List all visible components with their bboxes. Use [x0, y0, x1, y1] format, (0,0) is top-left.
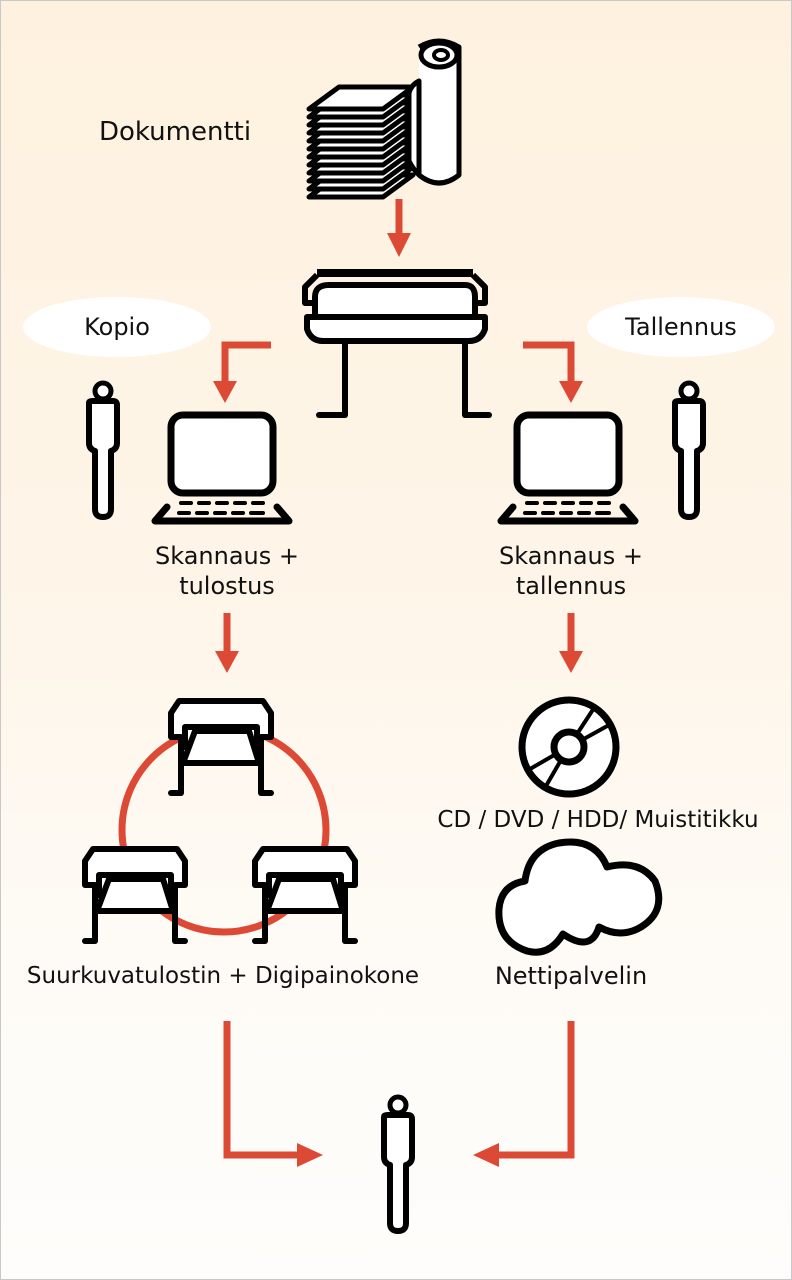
cloud-label: Nettipalvelin: [494, 962, 648, 990]
storage-label: CD / DVD / HDD/ Muistitikku: [437, 807, 759, 833]
save-step-label: Skannaus + tallennus: [471, 541, 671, 601]
customer-person-icon: [384, 1097, 412, 1231]
save-bubble: Tallennus: [587, 297, 775, 357]
copy-step-label: Skannaus + tulostus: [127, 541, 327, 601]
arrow-cloud-to-customer: [473, 1021, 575, 1167]
save-laptop-icon: [501, 415, 635, 521]
cloud-icon: [495, 838, 663, 956]
plotter-icon-right: [255, 849, 355, 941]
copy-step-line1: Skannaus +: [155, 542, 299, 570]
source-label: Dokumentti: [99, 117, 252, 147]
document-stack-roll-icon: [306, 38, 462, 200]
printers-label: Suurkuvatulostin + Digipainokone: [26, 963, 420, 989]
plotter-icon-top: [171, 701, 271, 793]
copy-bubble-label: Kopio: [84, 313, 150, 341]
plotter-icon-left: [85, 849, 185, 941]
arrow-document-to-scanner: [387, 199, 411, 257]
large-format-scanner-icon: [302, 269, 492, 418]
arrow-scanner-to-copy: [213, 341, 271, 403]
save-step-line2: tallennus: [515, 572, 627, 600]
save-operator-person-icon: [675, 383, 703, 517]
copy-bubble: Kopio: [23, 297, 211, 357]
arrow-save-to-storage: [559, 613, 583, 673]
copy-step-line2: tulostus: [179, 572, 275, 600]
save-bubble-label: Tallennus: [625, 313, 737, 341]
copy-laptop-icon: [155, 415, 289, 521]
copy-operator-person-icon: [89, 383, 117, 517]
disc-icon: [518, 696, 620, 798]
arrow-printers-to-customer: [223, 1021, 323, 1167]
arrow-scanner-to-save: [523, 341, 583, 403]
arrow-copy-to-printers: [215, 613, 239, 673]
save-step-line1: Skannaus +: [499, 542, 643, 570]
